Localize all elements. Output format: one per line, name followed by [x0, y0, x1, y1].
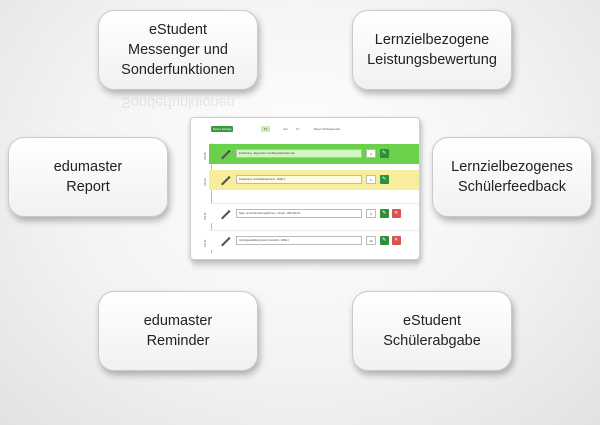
week-label: KW 39 [204, 178, 207, 186]
edit-button[interactable] [380, 236, 389, 245]
focus-select[interactable]: Einen Schwerpunkt [314, 127, 340, 131]
card-lernzielbezogene-leistungsbewertung[interactable]: Lernzielbezogene Leistungsbewertung [352, 10, 512, 90]
card-estudent-schuelerabgabe[interactable]: eStudent Schülerabgabe [352, 291, 512, 371]
card-edumaster-report[interactable]: edumaster Report [8, 137, 168, 217]
pen-icon [221, 150, 231, 160]
pen-icon [221, 210, 231, 220]
screenshot-reflection [192, 261, 418, 273]
new-entry-button[interactable]: Neuer Eintrag [211, 126, 233, 132]
total-count: 17 [296, 127, 300, 131]
delete-button[interactable] [392, 209, 401, 218]
pen-icon [221, 237, 231, 247]
entry-number-field[interactable]: 1 [366, 175, 376, 184]
screenshot-toolbar: Neuer Eintrag 17 von 17 Einen Schwerpunk… [191, 118, 419, 134]
delete-button[interactable] [392, 236, 401, 245]
entry-title-field[interactable]: Vermögensbildung beim Unterricht - RRE 3 [236, 236, 362, 245]
entry-number-field[interactable]: 4 [366, 209, 376, 218]
edit-button[interactable] [380, 209, 389, 218]
of-label: von [283, 127, 288, 131]
entry-title-field[interactable]: Spar- und Finanzierungsformen - Kredit -… [236, 209, 362, 218]
entry-row[interactable]: KW 39 Konkurrenz und Zielkonkurrenz - RR… [204, 170, 419, 190]
entry-row[interactable]: KW 41 Vermögensbildung beim Unterricht -… [204, 230, 419, 250]
card-edumaster-reminder[interactable]: edumaster Reminder [98, 291, 258, 371]
entry-number-field[interactable]: 12 [366, 236, 376, 245]
entry-row[interactable]: KW 38 Einführung - Eigenarten und Besond… [204, 144, 419, 164]
card-estudent-messenger[interactable]: eStudent Messenger und Sonderfunktionen [98, 10, 258, 90]
entry-row[interactable]: KW 40 Spar- und Finanzierungsformen - Kr… [204, 203, 419, 223]
week-label: KW 41 [204, 239, 207, 247]
edit-button[interactable] [380, 175, 389, 184]
app-screenshot: Neuer Eintrag 17 von 17 Einen Schwerpunk… [190, 117, 420, 260]
entry-number-field[interactable]: 4 [366, 149, 376, 158]
card-schuelerfeedback[interactable]: Lernzielbezogenes Schülerfeedback [432, 137, 592, 217]
week-label: KW 40 [204, 212, 207, 220]
timeline-line [211, 143, 212, 253]
pen-icon [221, 176, 231, 186]
week-label: KW 38 [204, 152, 207, 160]
card-reflection: Sonderfunktionen [121, 94, 235, 110]
edit-button[interactable] [380, 149, 389, 158]
entry-title-field[interactable]: Konkurrenz und Zielkonkurrenz - RRE 3 [236, 175, 362, 184]
entry-count: 17 [261, 126, 270, 132]
entry-title-field[interactable]: Einführung - Eigenarten und Besonderheit… [236, 149, 362, 158]
